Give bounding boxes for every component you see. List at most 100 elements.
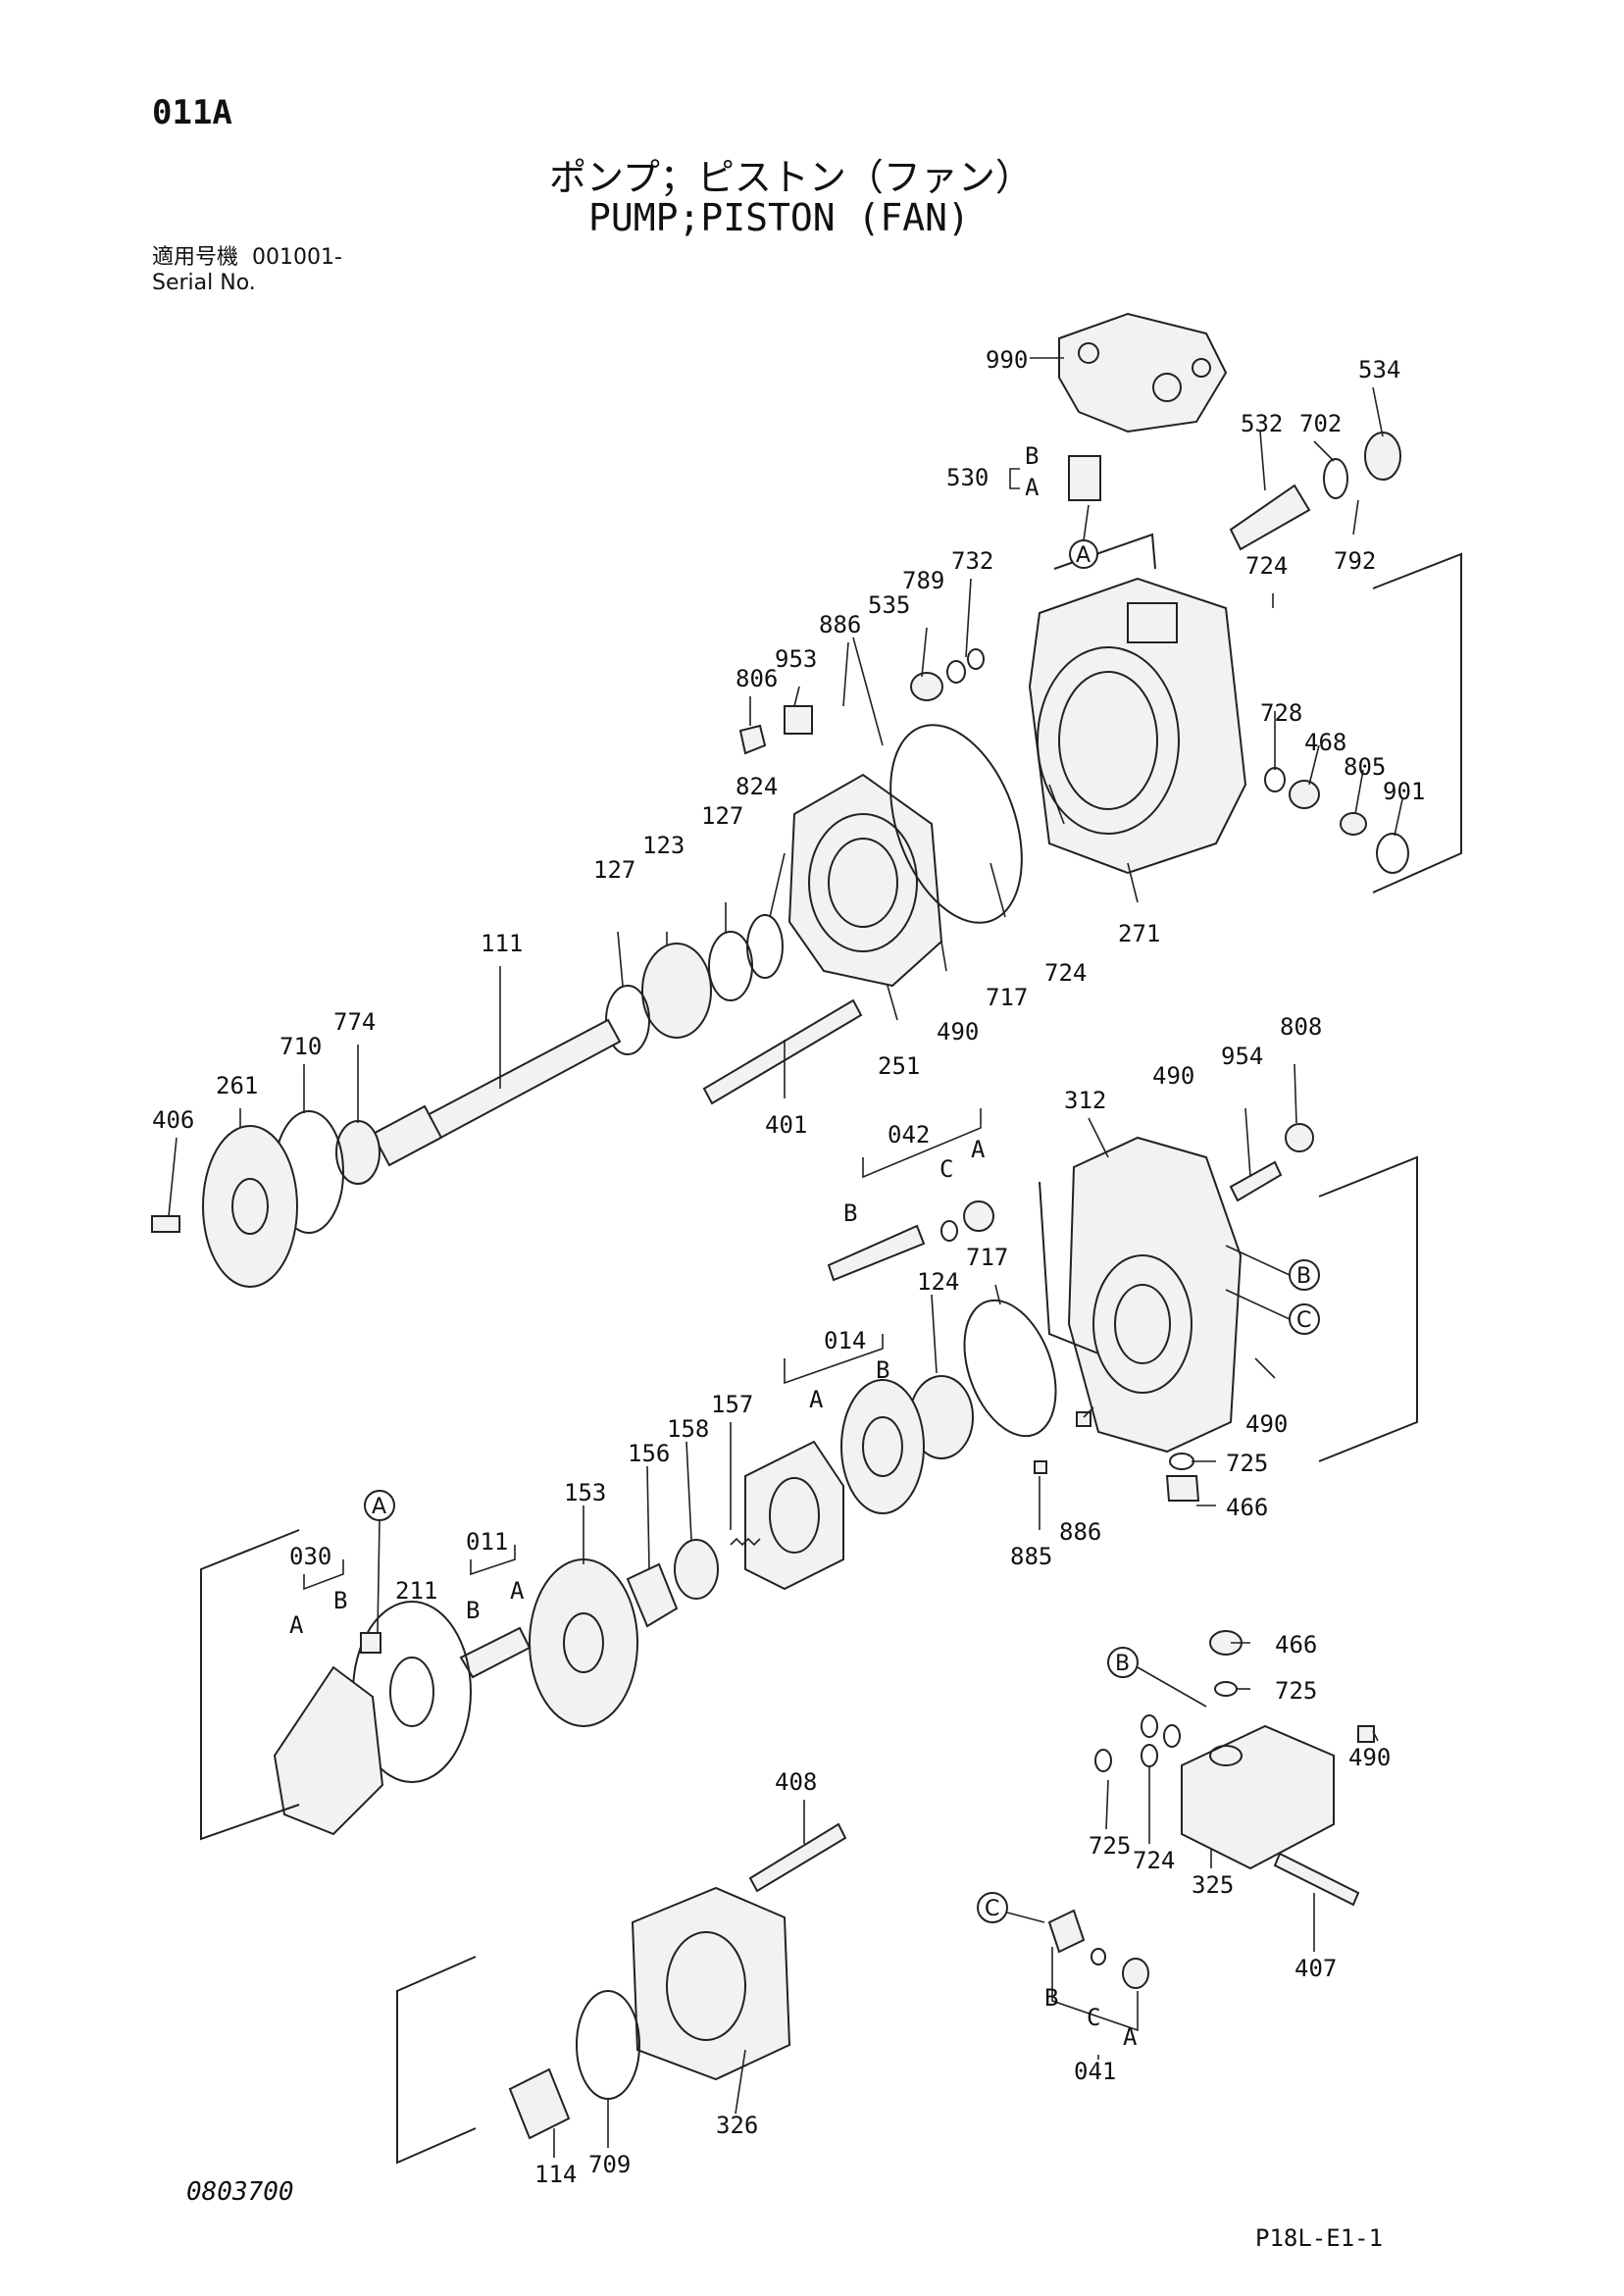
part-953 <box>784 705 813 735</box>
sublabel-011-b: B <box>466 1597 480 1624</box>
callout-774: 774 <box>333 1008 376 1036</box>
callout-530: 530 <box>946 464 989 491</box>
callout-124: 124 <box>917 1268 959 1296</box>
callout-261: 261 <box>216 1072 258 1099</box>
sublabel-042-c: C <box>939 1155 953 1183</box>
callout-271: 271 <box>1118 920 1160 947</box>
callout-123: 123 <box>642 832 685 859</box>
part-041-b <box>1047 1909 1086 1954</box>
callout-041: 041 <box>1074 2058 1116 2085</box>
part-042-spool <box>827 1224 926 1282</box>
callout-717-b: 717 <box>966 1244 1008 1271</box>
part-805 <box>1340 812 1367 836</box>
sublabel-530-a: A <box>1025 474 1040 501</box>
callout-886: 886 <box>819 611 861 638</box>
callout-466-b: 466 <box>1275 1631 1317 1658</box>
callout-490: 490 <box>937 1018 979 1046</box>
part-530-fitting <box>1068 455 1101 501</box>
callout-030: 030 <box>289 1543 331 1570</box>
part-717-oring-lower <box>963 1299 1057 1438</box>
part-251-cover <box>787 773 943 988</box>
callout-490-c: 490 <box>1245 1410 1288 1438</box>
part-157-spring <box>730 1537 761 1547</box>
detail-references: A B C A B C <box>364 504 1320 1923</box>
part-990-valve <box>1058 312 1228 434</box>
part-111-shaft <box>420 1018 622 1145</box>
part-717-oring <box>889 724 1023 924</box>
part-535 <box>910 672 943 701</box>
part-114-bearing <box>508 2067 571 2140</box>
svg-text:B: B <box>1115 1652 1130 1676</box>
callout-325: 325 <box>1192 1871 1234 1899</box>
sublabel-014-a: A <box>809 1386 824 1413</box>
svg-text:C: C <box>1296 1308 1311 1333</box>
part-011-piston <box>459 1626 532 1679</box>
callout-886-b: 886 <box>1059 1518 1101 1546</box>
callout-114: 114 <box>534 2161 577 2188</box>
part-490-b <box>1357 1725 1375 1743</box>
callout-011: 011 <box>466 1528 508 1556</box>
callout-824: 824 <box>736 773 778 800</box>
part-725-b <box>1214 1681 1238 1697</box>
svg-text:A: A <box>372 1495 386 1519</box>
part-030-swash <box>273 1665 384 1836</box>
part-123-bearing <box>641 943 712 1039</box>
callout-534: 534 <box>1358 356 1400 383</box>
part-725 <box>1169 1453 1194 1470</box>
leader-lines <box>168 357 1403 2158</box>
part-261-cover <box>202 1125 298 1288</box>
callout-466: 466 <box>1226 1494 1268 1521</box>
part-728 <box>1264 767 1286 792</box>
part-401-bolt <box>702 998 863 1105</box>
callout-953: 953 <box>775 645 817 673</box>
callout-535: 535 <box>868 591 910 619</box>
ref-b-detail: B <box>1107 1647 1139 1678</box>
callout-111: 111 <box>481 930 523 957</box>
callout-468: 468 <box>1304 729 1346 756</box>
sublabel-030-b: B <box>333 1587 347 1614</box>
sublabel-041-c: C <box>1087 2004 1100 2031</box>
callout-490-d: 490 <box>1348 1744 1391 1771</box>
callout-724-b: 724 <box>1044 959 1087 987</box>
callout-251: 251 <box>878 1052 920 1080</box>
callout-954: 954 <box>1221 1043 1263 1070</box>
ref-c-mid: C <box>1289 1303 1320 1335</box>
part-532-plug <box>1229 432 1401 551</box>
part-468 <box>1289 780 1320 809</box>
part-326-block <box>631 1886 791 2081</box>
callout-709: 709 <box>588 2151 631 2178</box>
svg-text:C: C <box>985 1897 999 1921</box>
sublabel-030-a: A <box>289 1611 304 1639</box>
callout-710: 710 <box>279 1033 322 1060</box>
part-806 <box>738 724 767 755</box>
part-drawings <box>151 312 1409 2140</box>
part-014-cylinder <box>744 1440 844 1591</box>
callout-211: 211 <box>395 1577 437 1605</box>
drawing-number: 0803700 <box>186 2177 294 2207</box>
callout-990: 990 <box>986 346 1028 374</box>
ref-b-mid: B <box>1289 1259 1320 1291</box>
serial-label-en: Serial No. <box>152 271 256 295</box>
sublabel-530-b: B <box>1025 442 1039 470</box>
part-408-bolt <box>748 1822 847 1893</box>
part-406-screw <box>151 1215 180 1233</box>
part-153-plate <box>529 1558 638 1727</box>
callout-490-b: 490 <box>1152 1062 1194 1090</box>
callout-724: 724 <box>1245 552 1288 580</box>
callout-014: 014 <box>824 1327 866 1354</box>
callout-717: 717 <box>986 984 1028 1011</box>
callout-127-a: 127 <box>701 802 743 830</box>
sublabel-011-a: A <box>510 1577 525 1605</box>
callout-532: 532 <box>1241 410 1283 437</box>
callout-156: 156 <box>628 1440 670 1467</box>
callout-042: 042 <box>888 1121 930 1148</box>
callout-labels: 990 534 702 532 530 792 732 789 724 535 … <box>152 346 1425 2188</box>
ref-a-lower: A <box>364 1490 395 1521</box>
callout-732: 732 <box>951 547 993 575</box>
callout-808: 808 <box>1280 1013 1322 1041</box>
callout-806: 806 <box>736 665 778 692</box>
part-014-plate <box>840 1379 925 1514</box>
part-954 <box>1229 1160 1283 1202</box>
callout-326: 326 <box>716 2112 758 2139</box>
part-325-block <box>1181 1724 1335 1870</box>
